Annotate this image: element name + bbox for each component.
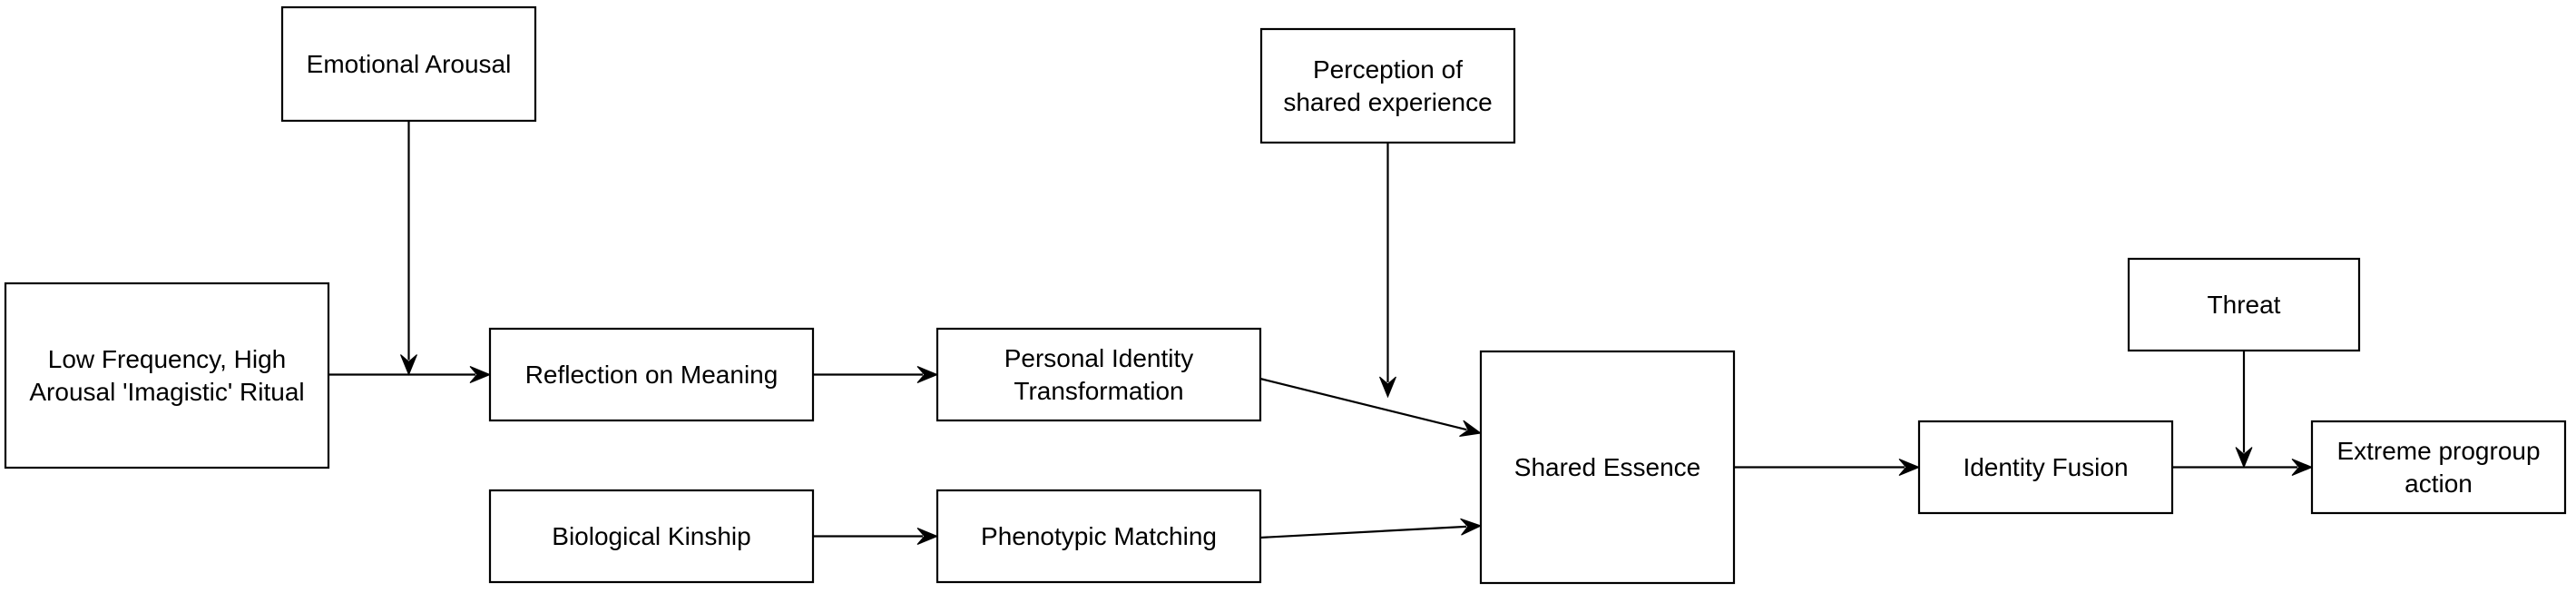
node-label: Emotional Arousal [307, 50, 512, 78]
node-identity-fusion: Identity Fusion [1917, 420, 2174, 515]
node-box [4, 282, 330, 469]
edge-line [1259, 377, 1467, 431]
arrowhead [916, 528, 939, 545]
edge-identity-to-essence [1259, 377, 1483, 437]
arrowhead [1379, 376, 1396, 399]
node-label: Extreme progroup [2336, 437, 2540, 465]
node-label: Phenotypic Matching [981, 522, 1217, 550]
node-phenotypic-matching: Phenotypic Matching [935, 489, 1262, 584]
edge-essence-to-fusion [1734, 459, 1921, 476]
node-reflection: Reflection on Meaning [488, 327, 815, 422]
edge-phenotypic-to-essence [1259, 518, 1483, 539]
node-box [935, 327, 1262, 422]
node-label: Personal Identity [1004, 344, 1194, 372]
node-box [1259, 27, 1516, 144]
node-label: Reflection on Meaning [525, 361, 779, 389]
node-label: Shared Essence [1514, 453, 1700, 481]
node-box [488, 327, 815, 422]
arrowhead [2291, 459, 2314, 476]
node-label: Arousal 'Imagistic' Ritual [29, 378, 304, 406]
node-label: Low Frequency, High [48, 345, 287, 373]
node-emotional-arousal: Emotional Arousal [280, 5, 537, 123]
node-perception: Perception of shared experience [1259, 27, 1516, 144]
edge-line [1259, 525, 1467, 539]
edge-threat-to-link [2235, 351, 2253, 469]
node-box [1917, 420, 2174, 515]
node-box [2127, 257, 2361, 352]
node-label: shared experience [1283, 88, 1492, 116]
edge-kinship-to-phenotypic [813, 528, 939, 545]
edges-layer [328, 121, 2314, 545]
node-box [488, 489, 815, 584]
arrowhead [916, 366, 939, 383]
arrowhead [1898, 459, 1921, 476]
node-shared-essence: Shared Essence [1479, 350, 1736, 585]
node-label: Perception of [1313, 55, 1463, 84]
node-label: Identity Fusion [1963, 453, 2128, 481]
edge-arousal-to-ritual-link [400, 121, 417, 376]
node-threat: Threat [2127, 257, 2361, 352]
node-biological-kinship: Biological Kinship [488, 489, 815, 584]
arrowhead [469, 366, 492, 383]
edge-perception-to-link [1379, 143, 1396, 399]
arrowhead [2235, 447, 2253, 469]
node-label: Biological Kinship [552, 522, 750, 550]
node-label: Threat [2208, 291, 2281, 319]
node-label: action [2405, 469, 2473, 498]
node-extreme-action: Extreme progroup action [2310, 420, 2567, 515]
arrowhead [1459, 420, 1483, 437]
arrowhead [400, 354, 417, 376]
edge-ritual-to-reflection [328, 366, 492, 383]
node-label: Transformation [1014, 377, 1183, 405]
node-box [935, 489, 1262, 584]
node-box [1479, 350, 1736, 585]
node-box [2310, 420, 2567, 515]
edge-reflection-to-identity [813, 366, 939, 383]
node-box [280, 5, 537, 123]
edge-fusion-to-action [2172, 459, 2314, 476]
arrowhead [1460, 518, 1483, 536]
